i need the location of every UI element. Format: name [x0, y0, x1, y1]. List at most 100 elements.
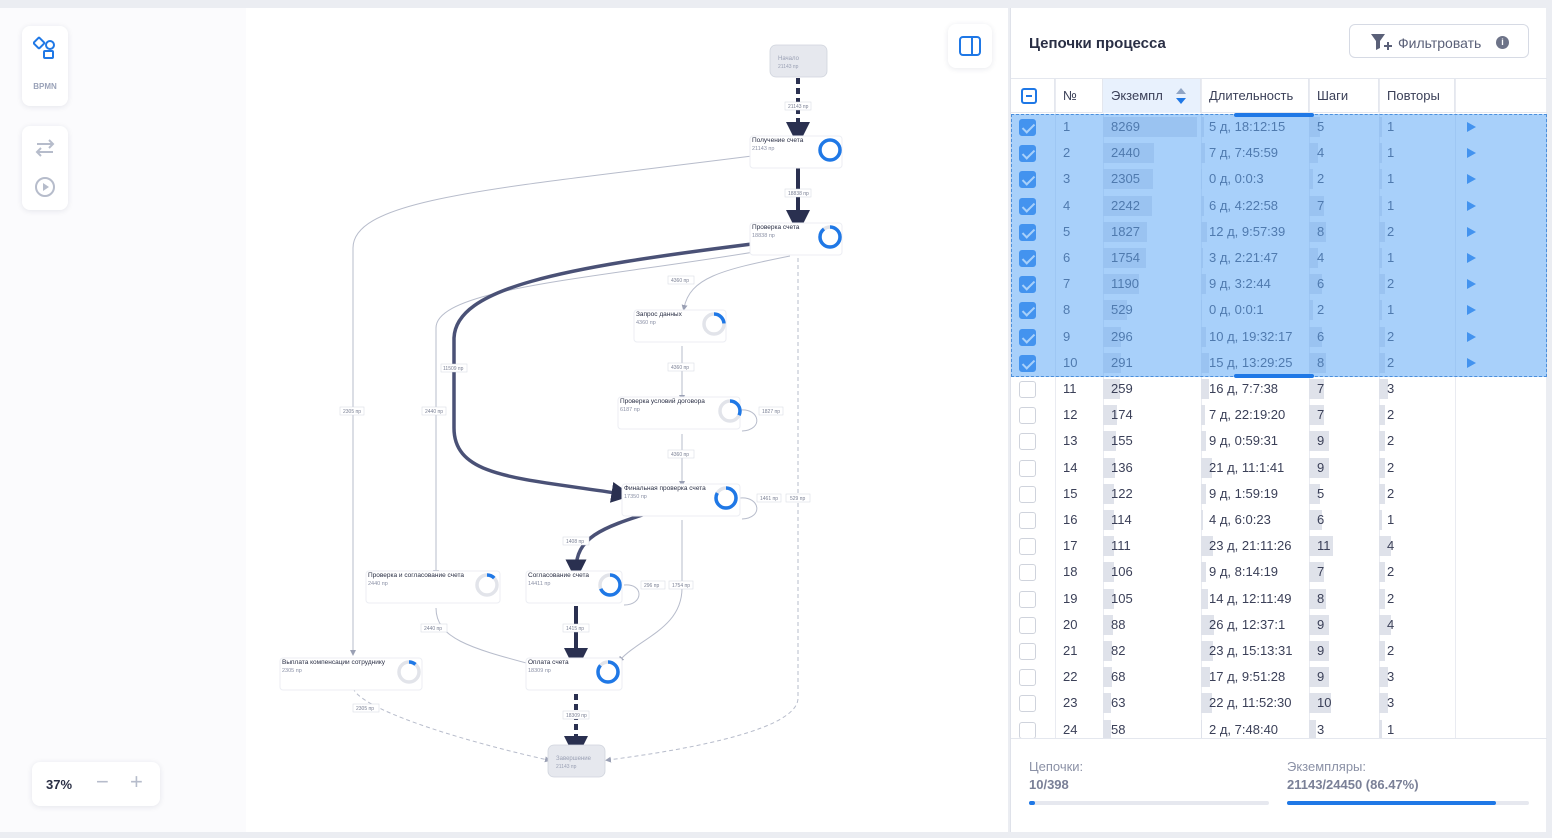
play-chain-icon[interactable]	[1467, 174, 1476, 185]
node-start[interactable]: Начало 21143 пр	[769, 44, 828, 78]
info-icon[interactable]: i	[1496, 36, 1509, 49]
node-check-approve[interactable]: Проверка и согласование счета 2440 пр	[365, 570, 501, 604]
column-instances[interactable]: Экземпл	[1103, 79, 1201, 113]
view-mode-card	[22, 126, 68, 210]
select-all-checkbox[interactable]	[1021, 88, 1037, 104]
column-repeats[interactable]: Повторы	[1379, 79, 1455, 113]
column-steps[interactable]: Шаги	[1309, 79, 1379, 113]
row-checkbox[interactable]	[1019, 171, 1036, 189]
filter-label: Фильтровать	[1398, 35, 1482, 51]
toggle-side-panel-button[interactable]	[948, 24, 992, 68]
row-checkbox[interactable]	[1019, 669, 1036, 687]
node-receive-invoice[interactable]: Получение счета 21143 пр	[749, 135, 843, 169]
row-repeats: 1	[1387, 145, 1395, 161]
row-checkbox[interactable]	[1019, 643, 1036, 660]
row-checkbox[interactable]	[1019, 721, 1036, 738]
row-steps: 10	[1317, 695, 1332, 711]
node-request-data[interactable]: Запрос данных 4360 пр	[633, 309, 727, 343]
node-compensation[interactable]: Выплата компенсации сотруднику 2305 пр	[279, 657, 423, 691]
row-checkbox[interactable]	[1019, 407, 1036, 425]
svg-text:2440 пр: 2440 пр	[368, 581, 388, 587]
node-pay-invoice[interactable]: Оплата счета 18309 пр	[525, 657, 623, 691]
column-number[interactable]: №	[1055, 79, 1103, 113]
play-chain-icon[interactable]	[1467, 122, 1476, 132]
process-graph[interactable]: 21143 пр 18838 пр 4360 пр 4360 пр 4360 п…	[0, 8, 1008, 832]
play-chain-icon[interactable]	[1467, 226, 1476, 237]
row-instances-cell: 8269	[1103, 114, 1201, 140]
svg-text:Завершение: Завершение	[556, 756, 592, 762]
play-chain-icon[interactable]	[1467, 305, 1476, 316]
play-chain-icon[interactable]	[1467, 279, 1476, 290]
row-number: 17	[1063, 538, 1078, 554]
row-checkbox[interactable]	[1019, 538, 1036, 556]
row-steps: 7	[1317, 381, 1325, 396]
row-checkbox[interactable]	[1019, 512, 1036, 529]
node-check-invoice[interactable]: Проверка счета 18838 пр	[749, 222, 843, 256]
play-chain-icon[interactable]	[1467, 148, 1476, 159]
row-instances-cell: 82	[1103, 638, 1201, 664]
row-checkbox[interactable]	[1019, 564, 1036, 582]
row-checkbox[interactable]	[1019, 433, 1036, 451]
row-duration-cell: 3 д, 2:21:47	[1201, 245, 1309, 271]
node-approve-invoice[interactable]: Согласование счета 14411 пр	[525, 570, 623, 604]
row-checkbox[interactable]	[1019, 197, 1036, 215]
row-checkbox[interactable]	[1019, 250, 1036, 267]
sort-icon[interactable]	[1175, 87, 1187, 105]
row-checkbox[interactable]	[1019, 119, 1036, 136]
row-checkbox[interactable]	[1019, 485, 1036, 503]
row-checkbox[interactable]	[1019, 223, 1036, 241]
row-checkbox[interactable]	[1019, 276, 1036, 294]
filter-button[interactable]: Фильтровать i	[1349, 24, 1529, 58]
row-checkbox[interactable]	[1019, 381, 1036, 398]
node-check-contract[interactable]: Проверка условий договора 6187 пр	[617, 396, 742, 430]
row-checkbox[interactable]	[1019, 695, 1036, 713]
swap-arrows-icon[interactable]	[34, 138, 56, 158]
row-checkbox[interactable]	[1019, 354, 1036, 372]
bpmn-label: BPMN	[33, 82, 57, 91]
row-checkbox[interactable]	[1019, 328, 1036, 346]
row-repeats-cell: 1	[1379, 193, 1455, 219]
row-checkbox[interactable]	[1019, 459, 1036, 477]
row-checkbox[interactable]	[1019, 616, 1036, 634]
zoom-in-button[interactable]: +	[130, 769, 143, 794]
play-chain-icon[interactable]	[1467, 357, 1476, 368]
row-checkbox[interactable]	[1019, 302, 1036, 320]
play-chain-icon[interactable]	[1467, 200, 1476, 211]
bpmn-mode-card[interactable]: BPMN	[22, 26, 68, 106]
play-chain-icon[interactable]	[1467, 331, 1476, 342]
node-end[interactable]: Завершение 21143 пр	[547, 744, 606, 778]
zoom-out-button[interactable]: −	[96, 769, 109, 794]
row-checkbox[interactable]	[1019, 145, 1036, 163]
play-animation-icon[interactable]	[34, 176, 56, 198]
row-repeats-cell: 2	[1379, 402, 1455, 428]
play-chain-icon[interactable]	[1467, 253, 1476, 263]
node-final-check[interactable]: Финальная проверка счета 17350 пр	[621, 483, 741, 517]
column-duration[interactable]: Длительность	[1201, 79, 1309, 113]
row-duration-cell: 10 д, 19:32:17	[1201, 324, 1309, 350]
row-checkbox[interactable]	[1019, 590, 1036, 608]
